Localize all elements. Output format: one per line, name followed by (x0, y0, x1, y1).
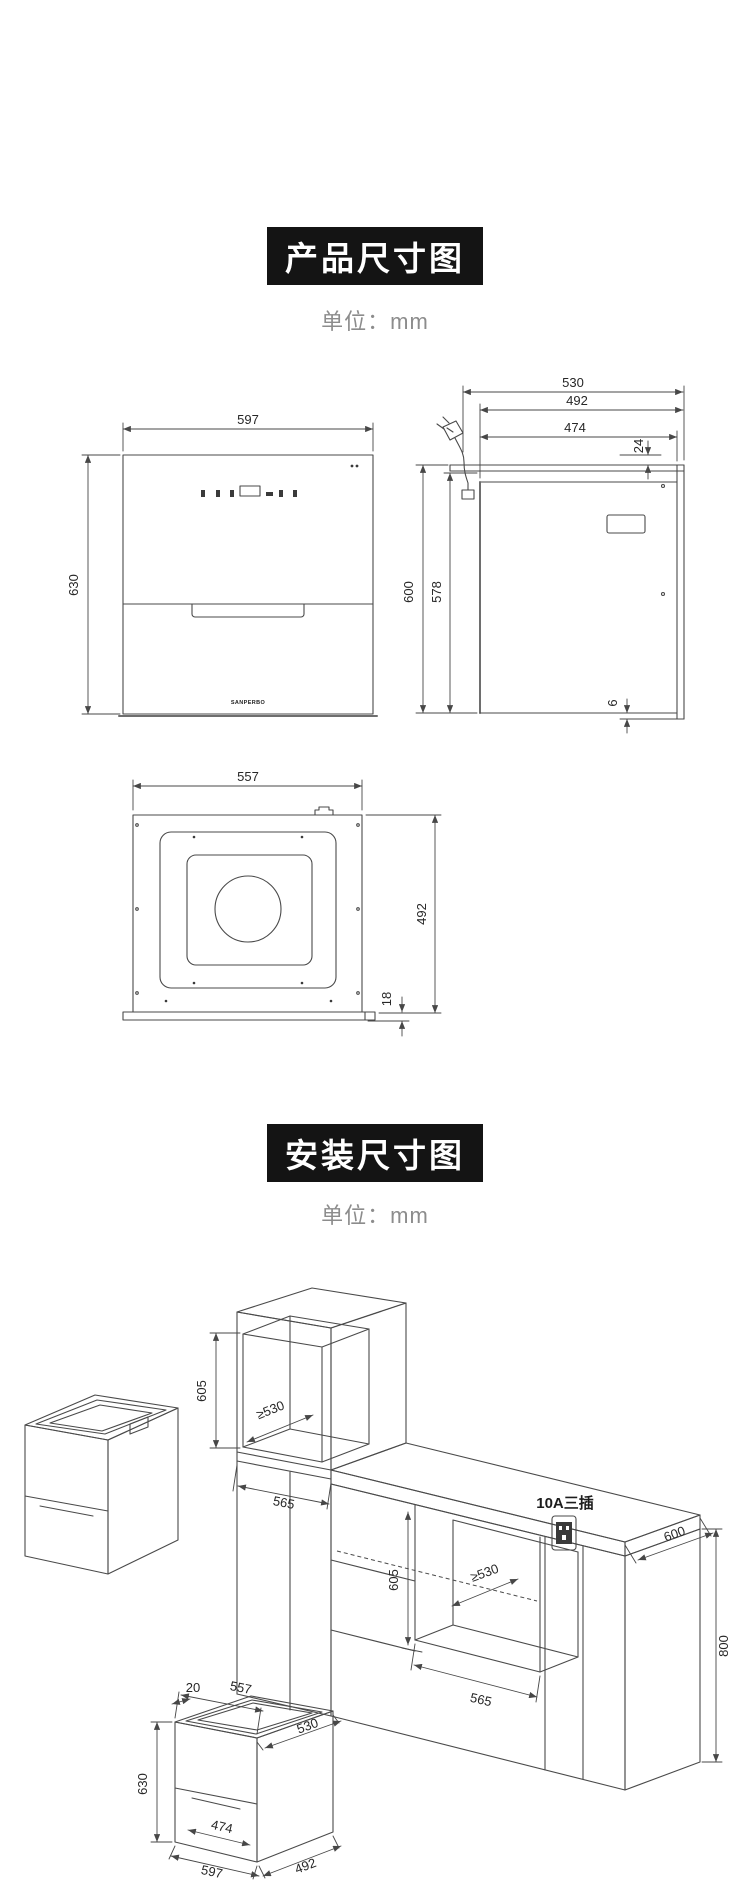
screw-holes (135, 823, 360, 1003)
dim-counter-height: 800 (716, 1635, 731, 1657)
dim-product-top-width: 557 (229, 1678, 253, 1697)
dim-side-depth-total: 530 (562, 375, 584, 390)
dim-side-depth-inner: 474 (564, 420, 586, 435)
control-panel-icons (201, 464, 359, 497)
dim-base-niche-height: 605 (386, 1569, 401, 1591)
power-plug (436, 416, 475, 500)
install-isometric-drawing: 605 ≥530 565 (24, 1287, 731, 1881)
dim-product-inner-width: 474 (210, 1817, 235, 1836)
side-view-drawing: 530 492 474 24 600 578 (401, 375, 685, 734)
product-unit-label: 单位：mm (321, 309, 429, 334)
dim-top-width: 557 (237, 769, 259, 784)
dim-base-niche-depth: ≥530 (468, 1561, 500, 1585)
dim-side-top-gap: 24 (631, 439, 646, 453)
brand-logo: SANPERBO (231, 700, 266, 706)
dim-product-top-depth: 530 (295, 1715, 321, 1737)
dim-upper-niche-width: 565 (272, 1493, 296, 1512)
handle-slot (129, 1416, 149, 1435)
dim-product-rim: 20 (186, 1680, 200, 1695)
dim-side-height-inner: 578 (429, 581, 444, 603)
dim-base-niche-width: 565 (469, 1690, 494, 1709)
dim-product-depth: 492 (293, 1855, 319, 1877)
power-socket-icon (551, 1515, 577, 1551)
product-dims-title: 产品尺寸图 (267, 227, 483, 285)
appliance-iso-top-left (24, 1394, 179, 1575)
dim-top-flange: 18 (379, 992, 394, 1006)
front-view-drawing: SANPERBO 597 630 (66, 412, 378, 717)
dim-product-height: 630 (135, 1773, 150, 1795)
dim-counter-depth: 600 (662, 1523, 688, 1545)
install-dims-title-text: 安装尺寸图 (285, 1137, 465, 1174)
dim-upper-niche-height: 605 (194, 1380, 209, 1402)
dim-front-width: 597 (237, 412, 259, 427)
product-dims-title-text: 产品尺寸图 (285, 240, 465, 277)
socket-label: 10A三插 (536, 1494, 594, 1512)
base-cabinet-run (330, 1442, 701, 1791)
dim-side-height-total: 600 (401, 581, 416, 603)
tall-cabinet (236, 1287, 407, 1717)
install-unit-label: 单位：mm (321, 1203, 429, 1228)
dim-product-width: 597 (200, 1862, 224, 1881)
dim-top-depth: 492 (414, 903, 429, 925)
dim-side-bottom-gap: 6 (605, 699, 620, 706)
install-dims-title: 安装尺寸图 (267, 1124, 483, 1182)
dim-side-depth-body: 492 (566, 393, 588, 408)
dim-upper-niche-depth: ≥530 (254, 1397, 286, 1422)
dim-front-height: 630 (66, 574, 81, 596)
top-view-drawing: 557 18 492 (122, 769, 442, 1037)
